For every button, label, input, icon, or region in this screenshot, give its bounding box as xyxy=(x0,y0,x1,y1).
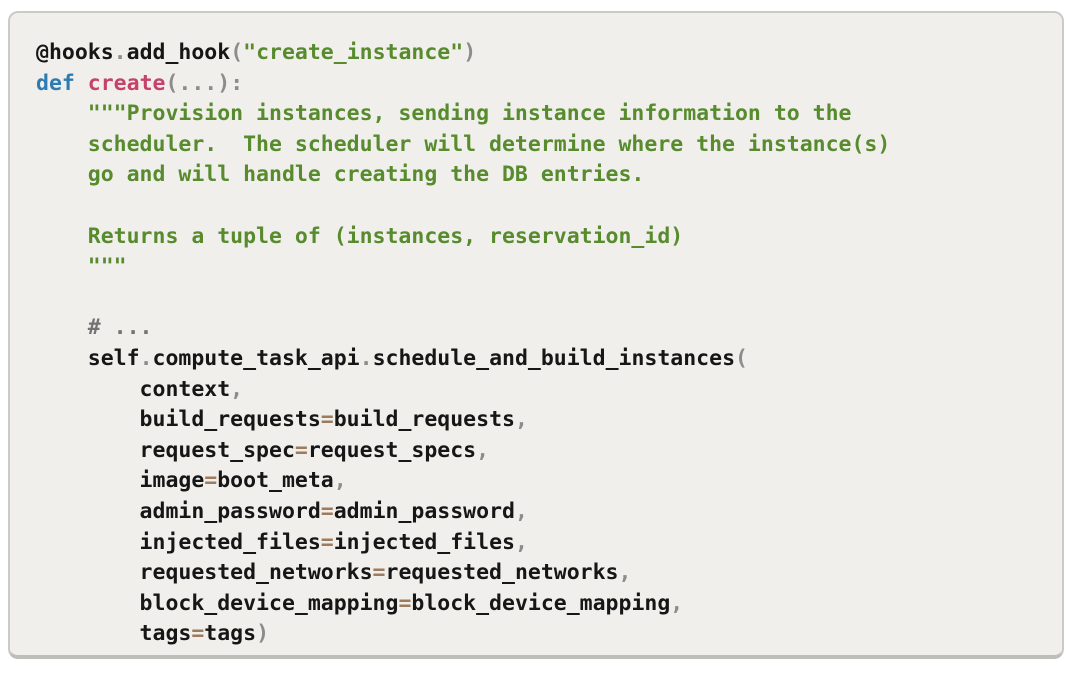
code-line xyxy=(36,283,1062,314)
code-line: injected_files=injected_files, xyxy=(36,528,1062,559)
token-punctuation: . xyxy=(139,345,153,371)
token-string: go and will handle creating the DB entri… xyxy=(36,162,645,188)
code-line: go and will handle creating the DB entri… xyxy=(36,160,1062,191)
code-line: @hooks.add_hook("create_instance") xyxy=(36,38,1062,69)
token-plain: block_device_mapping xyxy=(36,590,399,616)
token-string: """ xyxy=(36,254,127,280)
code-line: def create(...): xyxy=(36,69,1062,100)
token-punctuation: . xyxy=(359,345,373,371)
code-block: @hooks.add_hook("create_instance")def cr… xyxy=(36,38,1062,650)
token-string: scheduler. The scheduler will determine … xyxy=(36,131,891,157)
code-line: build_requests=build_requests, xyxy=(36,405,1062,436)
token-operator: = xyxy=(320,407,334,433)
token-plain: add_hook xyxy=(126,40,231,65)
token-operator: = xyxy=(372,560,386,586)
code-line: requested_networks=requested_networks, xyxy=(36,558,1062,589)
token-punctuation: , xyxy=(514,529,528,555)
token-plain: boot_meta xyxy=(217,468,334,494)
code-line: image=boot_meta, xyxy=(36,466,1062,497)
token-punctuation: , xyxy=(333,468,347,494)
code-line: """Provision instances, sending instance… xyxy=(36,99,1062,130)
token-plain: request_spec xyxy=(36,437,295,463)
token-plain: tags xyxy=(204,621,257,647)
code-line: Returns a tuple of (instances, reservati… xyxy=(36,222,1062,253)
token-operator: = xyxy=(294,437,308,463)
code-line: request_spec=request_specs, xyxy=(36,436,1062,467)
token-punctuation: , xyxy=(618,560,632,586)
token-plain: self xyxy=(36,345,140,371)
token-operator: = xyxy=(204,468,218,494)
token-string: """Provision instances, sending instance… xyxy=(36,101,852,127)
token-plain: @hooks xyxy=(36,40,114,65)
code-line: # ... xyxy=(36,313,1062,344)
token-punctuation: ( xyxy=(230,40,244,65)
token-plain: image xyxy=(36,468,205,494)
code-line: block_device_mapping=block_device_mappin… xyxy=(36,589,1062,620)
code-line: scheduler. The scheduler will determine … xyxy=(36,130,1062,161)
token-punctuation: ) xyxy=(463,40,477,65)
token-plain: request_specs xyxy=(307,437,477,463)
token-plain: injected_files xyxy=(333,529,515,555)
token-plain: admin_password xyxy=(333,498,515,524)
token-punctuation: ) xyxy=(256,621,270,647)
code-panel: @hooks.add_hook("create_instance")def cr… xyxy=(8,11,1064,659)
token-plain: requested_networks xyxy=(36,560,373,586)
token-operator: = xyxy=(320,498,334,524)
code-line: context, xyxy=(36,375,1062,406)
token-operator: = xyxy=(191,621,205,647)
token-punctuation: , xyxy=(670,590,684,616)
token-punctuation: , xyxy=(230,376,244,402)
token-plain: admin_password xyxy=(36,498,321,524)
token-punctuation: (...): xyxy=(165,70,244,96)
token-plain: build_requests xyxy=(36,407,321,433)
token-plain xyxy=(75,71,88,96)
token-punctuation: , xyxy=(514,498,528,524)
token-plain: context xyxy=(36,376,231,402)
token-plain: requested_networks xyxy=(385,560,619,586)
token-comment: # ... xyxy=(36,315,153,341)
token-string: Returns a tuple of (instances, reservati… xyxy=(36,223,684,249)
token-plain: compute_task_api xyxy=(152,345,360,371)
code-line xyxy=(36,191,1062,222)
token-string: "create_instance" xyxy=(243,40,464,65)
code-line: self.compute_task_api.schedule_and_build… xyxy=(36,344,1062,375)
token-plain: tags xyxy=(36,621,192,647)
token-punctuation: , xyxy=(476,437,490,463)
token-plain: injected_files xyxy=(36,529,321,555)
token-punctuation: ( xyxy=(735,345,748,371)
token-plain: build_requests xyxy=(333,407,515,433)
token-punctuation: , xyxy=(514,407,528,433)
token-function: create xyxy=(87,70,166,96)
token-operator: = xyxy=(320,529,334,555)
token-operator: = xyxy=(398,590,412,616)
code-line: admin_password=admin_password, xyxy=(36,497,1062,528)
token-punctuation: . xyxy=(113,40,127,65)
token-keyword: def xyxy=(36,70,75,96)
token-plain: block_device_mapping xyxy=(411,590,671,616)
code-line: """ xyxy=(36,252,1062,283)
code-line: tags=tags) xyxy=(36,619,1062,650)
token-plain: schedule_and_build_instances xyxy=(372,345,736,371)
